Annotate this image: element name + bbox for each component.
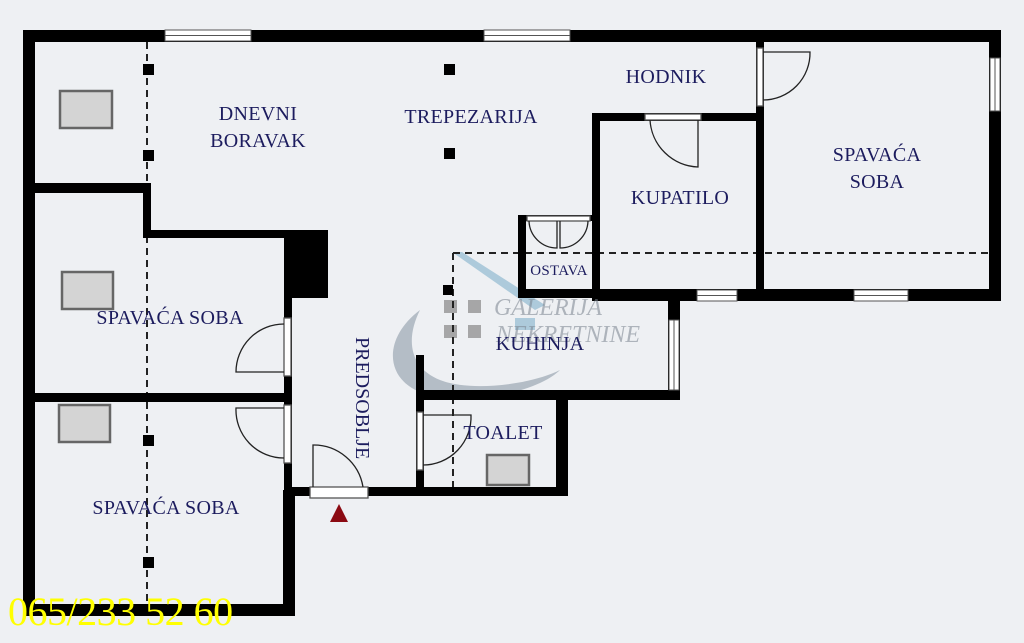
- watermark-line1: GALERIJA: [494, 295, 602, 321]
- room-label-dnevni-boravak: DNEVNI BORAVAK: [205, 101, 311, 155]
- room-label-spavaca-soba-right: SPAVAĆA SOBA: [822, 142, 932, 196]
- room-label-line: BORAVAK: [210, 130, 306, 152]
- room-label-toalet: TOALET: [463, 422, 543, 444]
- watermark-line2: NEKRETNINE: [496, 322, 641, 348]
- contact-phone: 065/233 52 60: [8, 589, 233, 634]
- heating-units: [57, 89, 531, 487]
- columns: [143, 64, 455, 568]
- room-label-line: DNEVNI: [218, 103, 298, 125]
- doors: [235, 47, 811, 499]
- room-label-predsoblje: PREDSOBLJE: [351, 337, 373, 460]
- room-label-kuhinja: KUHINJA: [495, 333, 585, 355]
- room-label-line: SPAVAĆA: [832, 144, 922, 166]
- entrance-arrow-icon: [330, 504, 348, 522]
- windows: [164, 29, 1001, 391]
- room-label-line: SOBA: [849, 171, 905, 193]
- room-label-hodnik: HODNIK: [625, 66, 707, 88]
- room-label-kupatilo: KUPATILO: [630, 187, 730, 209]
- room-label-spavaca-soba-bottom: SPAVAĆA SOBA: [92, 497, 240, 519]
- room-label-spavaca-soba-middle: SPAVAĆA SOBA: [96, 307, 244, 329]
- room-label-trepezarija: TREPEZARIJA: [404, 106, 538, 128]
- room-label-ostava: OSTAVA: [530, 263, 588, 279]
